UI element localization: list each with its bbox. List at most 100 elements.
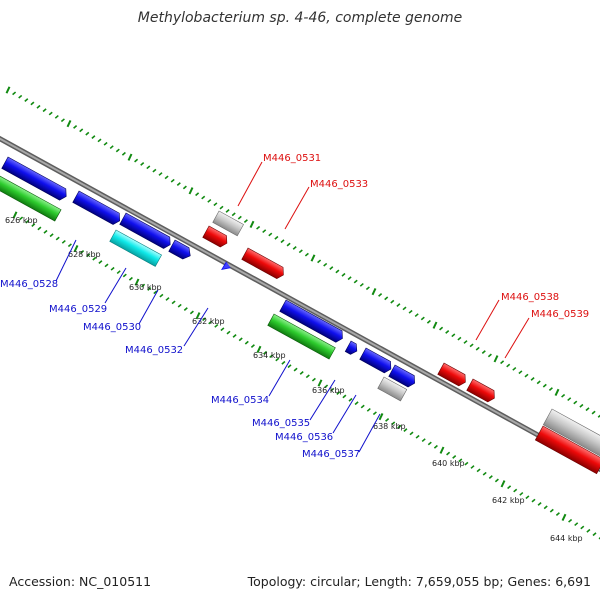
minor-tick bbox=[414, 313, 419, 318]
minor-tick bbox=[580, 525, 585, 530]
minor-tick bbox=[213, 202, 218, 207]
gene-label[interactable]: M446_0535 bbox=[252, 418, 310, 429]
gene-arrow[interactable] bbox=[0, 174, 62, 222]
minor-tick bbox=[269, 354, 274, 359]
gene-label[interactable]: M446_0538 bbox=[501, 292, 559, 303]
minor-tick bbox=[348, 397, 353, 402]
minor-tick bbox=[79, 128, 84, 133]
gene-arrow[interactable] bbox=[219, 261, 231, 274]
gene-label[interactable]: M446_0536 bbox=[275, 432, 333, 443]
minor-tick bbox=[506, 363, 511, 368]
minor-tick bbox=[452, 455, 457, 459]
minor-tick bbox=[378, 293, 383, 297]
kbp-label: 632 kbp bbox=[192, 317, 225, 326]
minor-tick bbox=[469, 343, 474, 348]
gene-arrow[interactable] bbox=[1, 156, 70, 202]
minor-tick bbox=[24, 98, 29, 102]
minor-tick bbox=[330, 387, 335, 392]
gene-arrow[interactable] bbox=[212, 210, 244, 237]
gene-arrow[interactable] bbox=[344, 340, 360, 356]
minor-tick bbox=[335, 269, 340, 274]
minor-tick bbox=[219, 205, 224, 210]
major-tick bbox=[432, 321, 438, 329]
minor-tick bbox=[366, 407, 371, 412]
minor-tick bbox=[360, 404, 365, 409]
gene-label[interactable]: M446_0533 bbox=[310, 179, 368, 190]
minor-tick bbox=[18, 94, 23, 99]
minor-tick bbox=[214, 323, 219, 328]
minor-tick bbox=[158, 172, 163, 176]
minor-tick bbox=[134, 158, 139, 163]
minor-tick bbox=[409, 431, 414, 436]
minor-tick bbox=[531, 498, 536, 503]
gene-arrow[interactable] bbox=[72, 190, 123, 226]
gene-arrow[interactable] bbox=[202, 225, 230, 249]
minor-tick bbox=[182, 185, 187, 190]
gene-label[interactable]: M446_0532 bbox=[125, 345, 183, 356]
gene-arrow[interactable] bbox=[359, 347, 394, 375]
gene-arrow[interactable] bbox=[437, 362, 469, 388]
minor-tick bbox=[591, 410, 596, 415]
minor-tick bbox=[243, 219, 248, 223]
kbp-label: 630 kbp bbox=[129, 283, 162, 292]
gene-label[interactable]: M446_0531 bbox=[263, 153, 321, 164]
minor-tick bbox=[537, 502, 542, 506]
gene-arrows bbox=[0, 156, 600, 475]
gene-arrow[interactable] bbox=[279, 299, 346, 344]
gene-label[interactable]: M446_0529 bbox=[49, 304, 107, 315]
gene-arrow[interactable] bbox=[534, 425, 600, 475]
major-tick bbox=[439, 446, 445, 454]
gene-arrow[interactable] bbox=[267, 313, 336, 360]
minor-tick bbox=[512, 366, 517, 371]
minor-tick bbox=[36, 104, 41, 109]
minor-tick bbox=[263, 350, 268, 355]
gene-arrow[interactable] bbox=[168, 239, 194, 262]
gene-label[interactable]: M446_0530 bbox=[83, 322, 141, 333]
gene-arrow[interactable] bbox=[542, 408, 600, 459]
gene-arrow[interactable] bbox=[109, 229, 162, 267]
major-tick bbox=[378, 412, 384, 421]
minor-tick bbox=[268, 232, 273, 237]
gene-arrow[interactable] bbox=[377, 376, 408, 402]
kbp-label: 634 kbp bbox=[253, 351, 286, 360]
gene-arrow[interactable] bbox=[388, 364, 418, 389]
minor-tick bbox=[518, 370, 523, 375]
minor-tick bbox=[85, 131, 90, 136]
minor-tick bbox=[585, 407, 590, 412]
minor-tick bbox=[170, 178, 175, 183]
gene-arrow[interactable] bbox=[466, 378, 498, 404]
kbp-label: 628 kbp bbox=[68, 250, 101, 259]
gene-label[interactable]: M446_0534 bbox=[211, 395, 269, 406]
minor-tick bbox=[61, 239, 66, 244]
gene-label[interactable]: M446_0539 bbox=[531, 309, 589, 320]
minor-tick bbox=[542, 383, 547, 388]
minor-tick bbox=[177, 303, 182, 308]
minor-tick bbox=[286, 242, 291, 247]
gene-arrow[interactable] bbox=[241, 247, 287, 281]
major-tick bbox=[188, 187, 194, 195]
minor-tick bbox=[470, 465, 475, 469]
minor-tick bbox=[415, 434, 420, 439]
minor-tick bbox=[146, 165, 151, 170]
minor-tick bbox=[427, 441, 432, 446]
minor-tick bbox=[342, 394, 347, 399]
gene-label[interactable]: M446_0528 bbox=[0, 279, 58, 290]
gene-label[interactable]: M446_0537 bbox=[302, 449, 360, 460]
minor-tick bbox=[19, 216, 24, 221]
major-tick bbox=[371, 287, 377, 296]
minor-tick bbox=[80, 250, 85, 254]
major-tick bbox=[561, 513, 567, 522]
minor-tick bbox=[317, 259, 322, 264]
minor-tick bbox=[530, 377, 535, 381]
minor-tick bbox=[482, 471, 487, 476]
minor-tick bbox=[396, 303, 401, 307]
gene-arrow[interactable] bbox=[119, 212, 174, 250]
minor-tick bbox=[244, 340, 249, 345]
minor-tick bbox=[463, 340, 468, 344]
minor-tick bbox=[451, 333, 456, 338]
minor-tick bbox=[104, 263, 109, 268]
minor-tick bbox=[384, 296, 389, 301]
minor-tick bbox=[152, 168, 157, 173]
gene-labels: M446_0528 M446_0529 M446_0530 M446_0532 … bbox=[0, 153, 589, 460]
major-tick bbox=[317, 379, 323, 387]
